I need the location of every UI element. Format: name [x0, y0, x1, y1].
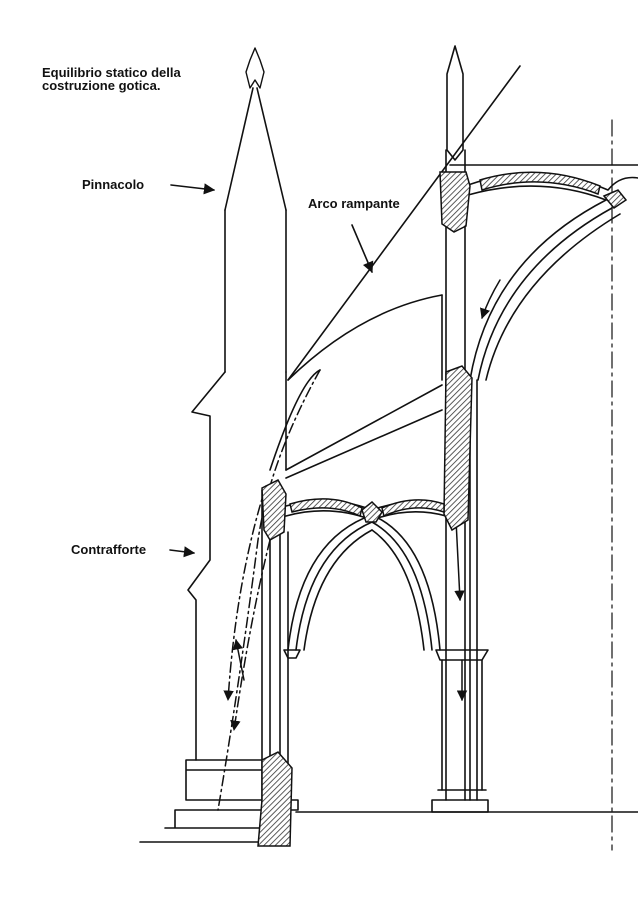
left-pinnacle: [224, 47, 287, 373]
keystone-upper: [602, 189, 628, 209]
lower-vault-rib-left: [289, 498, 363, 518]
lower-vault: [283, 500, 447, 659]
pointer-arrows: [169, 183, 374, 558]
figure-caption: Equilibrio statico della costruzione got…: [42, 66, 181, 92]
upper-vault-rib: [479, 171, 601, 196]
flying-buttress-line: [287, 65, 638, 381]
base-block: [257, 751, 293, 847]
arrow-arco-rampante: [351, 224, 374, 274]
hatched-sections: [257, 171, 628, 847]
lower-vault-rib-right: [381, 499, 445, 518]
upper-pier-block: [439, 171, 471, 233]
left-wall-block: [261, 479, 287, 542]
middle-pier-block: [443, 365, 473, 532]
label-arco-rampante: Arco rampante: [308, 196, 400, 211]
force-lines: [217, 279, 501, 811]
arrow-pinnacolo: [170, 183, 216, 195]
upper-flying-arch: [269, 294, 443, 479]
arrow-contrafforte: [169, 546, 196, 558]
caption-line-2: costruzione gotica.: [42, 78, 161, 93]
label-pinnacolo: Pinnacolo: [82, 177, 145, 192]
label-contrafforte: Contrafforte: [71, 542, 147, 557]
keystone-lower: [361, 500, 383, 523]
caption-line-1: Equilibrio statico della: [42, 65, 181, 80]
